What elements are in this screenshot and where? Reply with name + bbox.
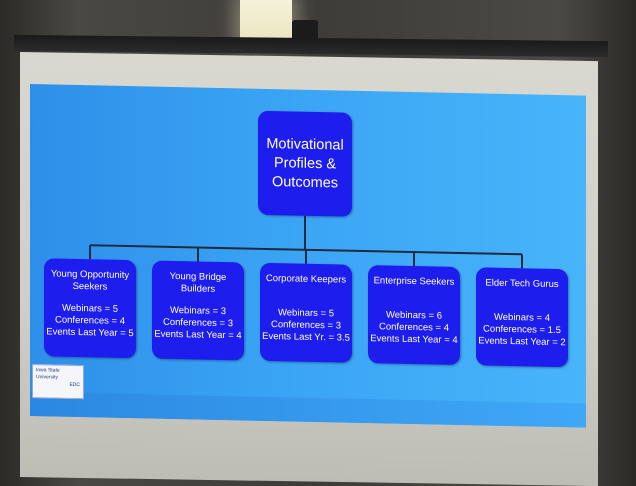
projector-mount <box>292 20 318 42</box>
profile-node-corporate-keepers: Corporate Keepers Webinars = 5 Conferenc… <box>260 262 352 363</box>
ceiling-light <box>240 0 292 42</box>
profile-title: Enterprise Seekers <box>373 275 455 288</box>
profile-stat-events: Events Last Year = 4 <box>370 333 458 346</box>
profile-title: Young Bridge Builders <box>169 270 227 295</box>
profile-node-young-bridge-builders: Young Bridge Builders Webinars = 3 Confe… <box>152 260 244 361</box>
profile-node-young-opportunity-seekers: Young Opportunity Seekers Webinars = 5 C… <box>44 258 136 359</box>
profile-title: Elder Tech Gurus <box>485 277 559 291</box>
profile-title: Young Opportunity Seekers <box>50 268 130 293</box>
profile-title: Corporate Keepers <box>265 272 347 286</box>
profile-stat-events: Events Last Yr. = 3.5 <box>262 330 350 344</box>
profile-stat-events: Events Last Year = 2 <box>478 335 566 349</box>
root-title-line: Profiles & <box>273 154 337 172</box>
profile-node-elder-tech-gurus: Elder Tech Gurus Webinars = 4 Conference… <box>476 267 568 368</box>
org-chart-connectors <box>89 215 523 269</box>
organization-logo: Iowa State University EDC <box>32 364 84 400</box>
profile-node-enterprise-seekers: Enterprise Seekers Webinars = 6 Conferen… <box>368 265 460 366</box>
profile-stat-events: Events Last Year = 4 <box>154 328 242 342</box>
logo-text-line: EDC <box>69 381 80 389</box>
root-title-line: Motivational <box>266 135 344 154</box>
slide: Motivational Profiles & Outcomes Young O… <box>30 84 586 428</box>
root-node: Motivational Profiles & Outcomes <box>258 110 352 217</box>
root-title-line: Outcomes <box>271 173 339 191</box>
profile-stat-events: Events Last Year = 5 <box>46 326 134 340</box>
